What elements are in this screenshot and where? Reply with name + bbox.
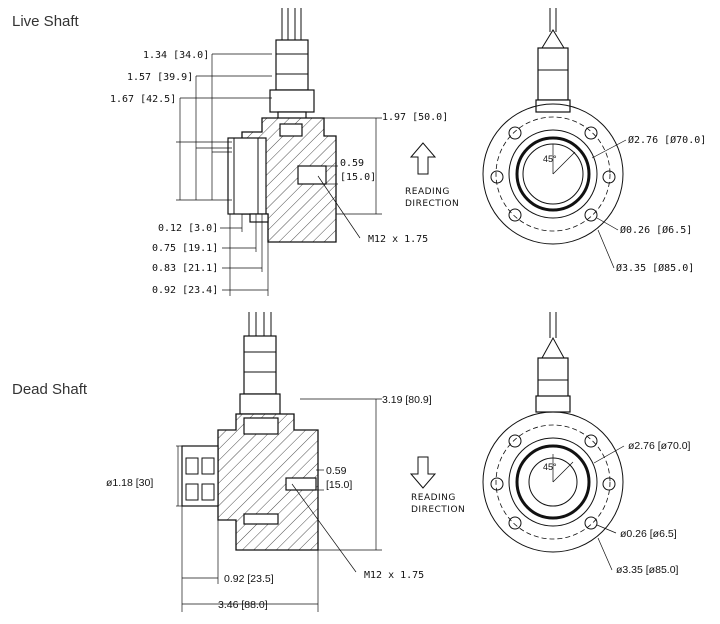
dead-dim-0-59-mm: [15.0]	[326, 479, 352, 491]
thread-label: M12 x 1.75	[368, 234, 428, 245]
dim-0-92: 0.92 [23.4]	[152, 285, 218, 296]
dim-1-97: 1.97 [50.0]	[382, 112, 448, 123]
dead-front-view	[482, 312, 625, 571]
live-dia-0-26: Ø0.26 [Ø6.5]	[620, 224, 692, 236]
dim-1-67: 1.67 [42.5]	[110, 94, 176, 105]
dead-side-dims	[176, 398, 382, 612]
dim-1-34: 1.34 [34.0]	[143, 50, 209, 61]
dead-angle-label: 45°	[543, 462, 557, 472]
live-reading-label-1: READING	[405, 187, 450, 197]
dead-dia-2-76: ø2.76 [ø70.0]	[628, 440, 691, 452]
live-reading-label-2: DIRECTION	[405, 199, 459, 209]
reading-direction-up-arrow-icon	[409, 142, 437, 175]
live-dia-2-76: Ø2.76 [Ø70.0]	[628, 134, 706, 146]
live-front-view	[482, 8, 627, 269]
dim-0-83: 0.83 [21.1]	[152, 263, 218, 274]
live-dia-3-35: Ø3.35 [Ø85.0]	[616, 262, 694, 274]
thread-leader	[317, 175, 361, 239]
dim-0-75: 0.75 [19.1]	[152, 243, 218, 254]
live-side-horizontal-dims	[220, 214, 269, 296]
dead-dim-0-92: 0.92 [23.5]	[224, 573, 274, 585]
live-side-cables	[269, 8, 315, 125]
dim-1-57: 1.57 [39.9]	[127, 72, 193, 83]
dead-dia-0-26: ø0.26 [ø6.5]	[620, 528, 677, 540]
reading-direction-down-arrow-icon	[409, 456, 437, 489]
dead-dia-3-35: ø3.35 [ø85.0]	[616, 564, 679, 576]
dim-0-59: 0.59	[340, 158, 364, 169]
dead-side-body	[181, 413, 319, 551]
dead-reading-label-1: READING	[411, 493, 456, 503]
live-side-body	[227, 117, 337, 243]
live-side-vertical-dims	[176, 53, 272, 201]
dead-thread-label: M12 x 1.75	[364, 570, 424, 581]
dead-dim-3-19: 3.19 [80.9]	[382, 394, 432, 406]
live-angle-label: 45°	[543, 154, 557, 164]
live-shaft-title: Live Shaft	[12, 13, 80, 30]
dead-side-cables	[239, 312, 281, 415]
dead-dim-1-18: ø1.18 [30]	[106, 477, 153, 489]
dead-reading-label-2: DIRECTION	[411, 505, 465, 515]
dead-dim-3-46: 3.46 [88.0]	[218, 599, 268, 611]
dead-shaft-title: Dead Shaft	[12, 381, 88, 398]
dim-0-12: 0.12 [3.0]	[158, 223, 218, 234]
dim-0-59-mm: [15.0]	[340, 172, 376, 183]
dead-dim-0-59: 0.59	[326, 465, 347, 477]
